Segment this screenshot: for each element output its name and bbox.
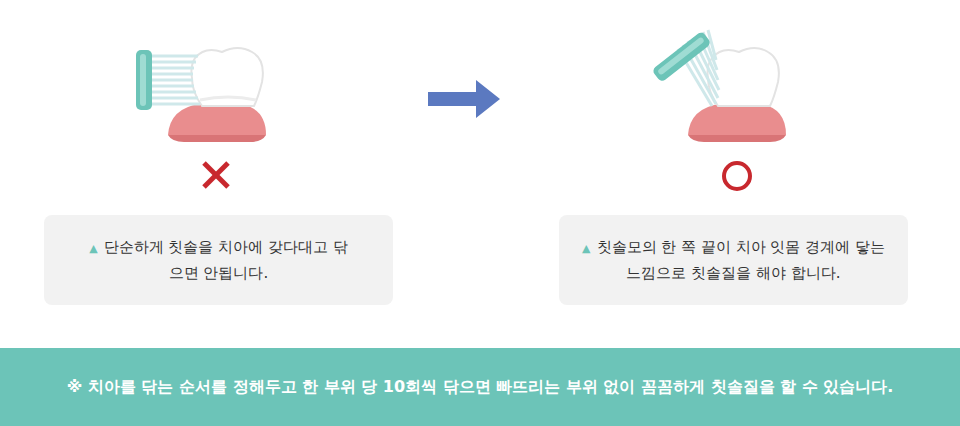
bullet-mark: ▲	[89, 242, 97, 255]
note-band: ※ 치아를 닦는 순서를 정해두고 한 부위 당 10회씩 닦으면 빠뜨리는 부…	[0, 348, 960, 426]
bullet-mark: ▲	[582, 242, 590, 255]
caption-text: 칫솔모의 한 쪽 끝이 치아 잇몸 경계에 닿는 느낌으로 칫솔질을 해야 합니…	[597, 238, 885, 282]
wrong-brushing-figure	[136, 48, 266, 187]
direction-arrow	[428, 80, 500, 118]
caption-box: ▲ 단순하게 칫솔을 치아에 갖다대고 닦으면 안됩니다.	[44, 215, 393, 305]
caption-box: ▲ 칫솔모의 한 쪽 끝이 치아 잇몸 경계에 닿는 느낌으로 칫솔질을 해야 합…	[559, 215, 908, 305]
caption-text: ※ 치아를 닦는 순서를 정해두고 한 부위 당 10회씩 닦으면 빠뜨리는 부…	[67, 377, 894, 396]
correct-brushing-figure	[651, 30, 786, 189]
caption-text: 단순하게 칫솔을 치아에 갖다대고 닦으면 안됩니다.	[104, 238, 348, 282]
